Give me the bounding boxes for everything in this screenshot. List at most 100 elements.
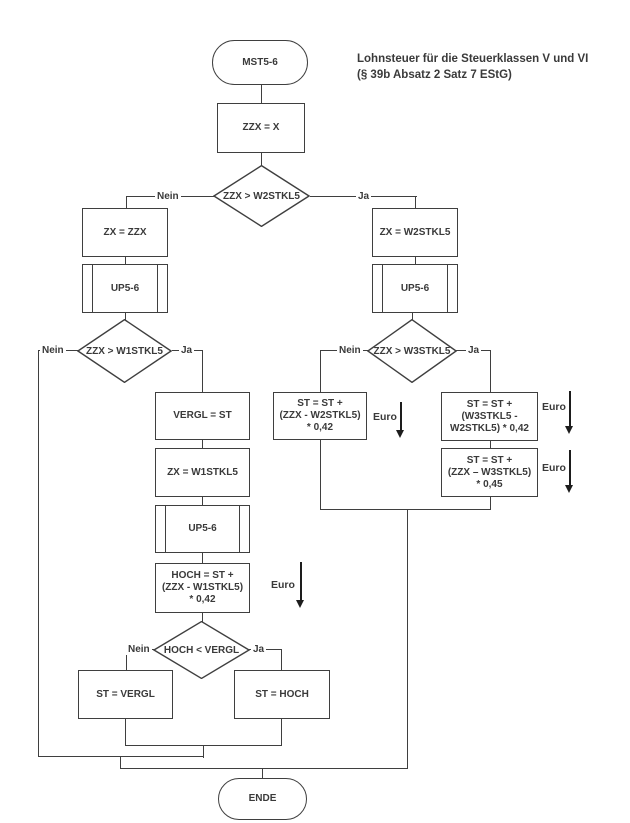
down-arrow-icon — [397, 402, 404, 438]
subroutine-stripe — [238, 506, 240, 552]
connector — [490, 350, 492, 392]
process-st-vergl: ST = VERGL — [78, 670, 173, 719]
connector — [281, 649, 283, 670]
process-st-add-w3: ST = ST + (ZZX – W3STKL5) * 0,45 — [441, 448, 538, 497]
decision-hoch-vergl: HOCH < VERGL — [153, 621, 250, 679]
subroutine-stripe — [382, 265, 384, 312]
subroutine-stripe — [92, 265, 94, 312]
process-zzx-x-label: ZZX = X — [242, 122, 280, 133]
process-st-add-w2: ST = ST + (ZZX - W2STKL5) * 0,42 — [273, 392, 367, 440]
process-zx-zzx: ZX = ZZX — [82, 208, 168, 257]
connector — [125, 719, 127, 746]
process-hoch: HOCH = ST + (ZZX - W1STKL5) * 0,42 — [155, 563, 250, 613]
subroutine-up56-right: UP5-6 — [372, 264, 458, 313]
diamond-shape — [153, 621, 250, 679]
process-st-vergl-label: ST = VERGL — [96, 688, 155, 700]
branch-label-no: Nein — [337, 345, 363, 356]
process-vergl-st-label: VERGL = ST — [173, 410, 232, 421]
process-st-add-w3w2-line2: (W3STKL5 - — [461, 410, 518, 422]
euro-label: Euro — [542, 401, 566, 413]
page-title-line1: Lohnsteuer für die Steuerklassen V und V… — [357, 53, 589, 65]
euro-label: Euro — [373, 411, 397, 423]
process-zzx-x: ZZX = X — [217, 103, 305, 153]
process-hoch-line2: (ZZX - W1STKL5) — [161, 582, 244, 593]
connector — [202, 553, 204, 564]
connector — [202, 440, 204, 449]
process-zx-w2stkl5-label: ZX = W2STKL5 — [379, 226, 451, 238]
subroutine-up56-mid: UP5-6 — [155, 505, 250, 553]
branch-label-no: Nein — [126, 644, 152, 655]
process-st-add-w2-line1: ST = ST + — [297, 398, 343, 409]
connector — [38, 350, 40, 757]
process-st-hoch: ST = HOCH — [234, 670, 330, 719]
subroutine-up56-left: UP5-6 — [82, 264, 168, 313]
process-st-add-w3w2: ST = ST + (W3STKL5 - W2STKL5) * 0,42 — [441, 392, 538, 441]
page-title-line2: (§ 39b Absatz 2 Satz 7 EStG) — [357, 69, 512, 81]
down-arrow-icon — [297, 562, 304, 608]
branch-label-yes: Ja — [251, 644, 267, 655]
terminal-end: ENDE — [218, 778, 307, 820]
process-st-add-w2-line3: * 0,42 — [306, 422, 334, 433]
down-arrow-icon — [566, 391, 573, 434]
process-st-add-w2-line2: (ZZX - W2STKL5) — [279, 410, 361, 421]
branch-label-yes: Ja — [356, 191, 372, 202]
connector — [490, 441, 492, 449]
subroutine-stripe — [156, 265, 158, 312]
process-zx-w1stkl5: ZX = W1STKL5 — [155, 448, 250, 497]
terminal-start: MST5-6 — [212, 40, 308, 85]
process-vergl-st: VERGL = ST — [155, 392, 250, 440]
subroutine-stripe — [165, 506, 167, 552]
decision-zzx-w1stkl5-label: ZZX > W1STKL5 — [86, 345, 163, 357]
decision-zzx-w3stkl5-label: ZZX > W3STKL5 — [373, 345, 451, 357]
terminal-start-label: MST5-6 — [242, 56, 278, 68]
diamond-shape — [77, 319, 172, 383]
decision-zzx-w2stkl5: ZZX > W2STKL5 — [213, 165, 310, 227]
subroutine-stripe — [446, 265, 448, 312]
connector — [203, 745, 205, 758]
connector — [261, 153, 263, 166]
process-st-add-w3-line1: ST = ST + — [466, 454, 513, 466]
decision-hoch-vergl-label: HOCH < VERGL — [163, 644, 240, 656]
process-hoch-line3: * 0,42 — [189, 594, 216, 605]
branch-label-yes: Ja — [466, 345, 482, 356]
process-zx-zzx-label: ZX = ZZX — [103, 226, 147, 238]
branch-label-no: Nein — [40, 345, 66, 356]
process-st-add-w3-line2: (ZZX – W3STKL5) — [447, 466, 532, 478]
connector — [261, 85, 263, 103]
decision-zzx-w3stkl5: ZZX > W3STKL5 — [367, 319, 457, 383]
process-zx-w2stkl5: ZX = W2STKL5 — [372, 208, 458, 257]
connector — [202, 497, 204, 506]
connector — [125, 313, 127, 320]
connector — [412, 313, 414, 320]
connector — [126, 196, 128, 209]
terminal-end-label: ENDE — [248, 793, 277, 804]
connector — [262, 768, 264, 779]
connector — [490, 497, 492, 510]
connector — [320, 509, 491, 511]
connector — [120, 756, 122, 769]
process-st-add-w3w2-line3: W2STKL5) * 0,42 — [450, 422, 529, 434]
branch-label-yes: Ja — [179, 345, 195, 356]
branch-label-no: Nein — [155, 191, 181, 202]
decision-zzx-w2stkl5-label: ZZX > W2STKL5 — [223, 190, 300, 202]
connector — [126, 649, 128, 670]
connector — [202, 613, 204, 622]
process-st-add-w3-line3: * 0,45 — [476, 478, 503, 490]
subroutine-up56-left-label: UP5-6 — [110, 282, 140, 294]
connector — [202, 350, 204, 392]
diamond-shape — [213, 165, 310, 227]
connector — [281, 719, 283, 746]
decision-zzx-w1stkl5: ZZX > W1STKL5 — [77, 319, 172, 383]
diamond-shape — [367, 319, 457, 383]
connector — [320, 440, 322, 510]
connector — [120, 768, 408, 770]
process-zx-w1stkl5-label: ZX = W1STKL5 — [167, 466, 238, 478]
connector — [415, 196, 417, 209]
connector — [125, 257, 127, 265]
euro-label: Euro — [271, 579, 295, 591]
page-title: Lohnsteuer für die Steuerklassen V und V… — [357, 51, 625, 83]
connector — [320, 350, 322, 392]
process-hoch-line1: HOCH = ST + — [171, 570, 234, 581]
connector — [407, 509, 409, 769]
connector — [415, 257, 417, 265]
